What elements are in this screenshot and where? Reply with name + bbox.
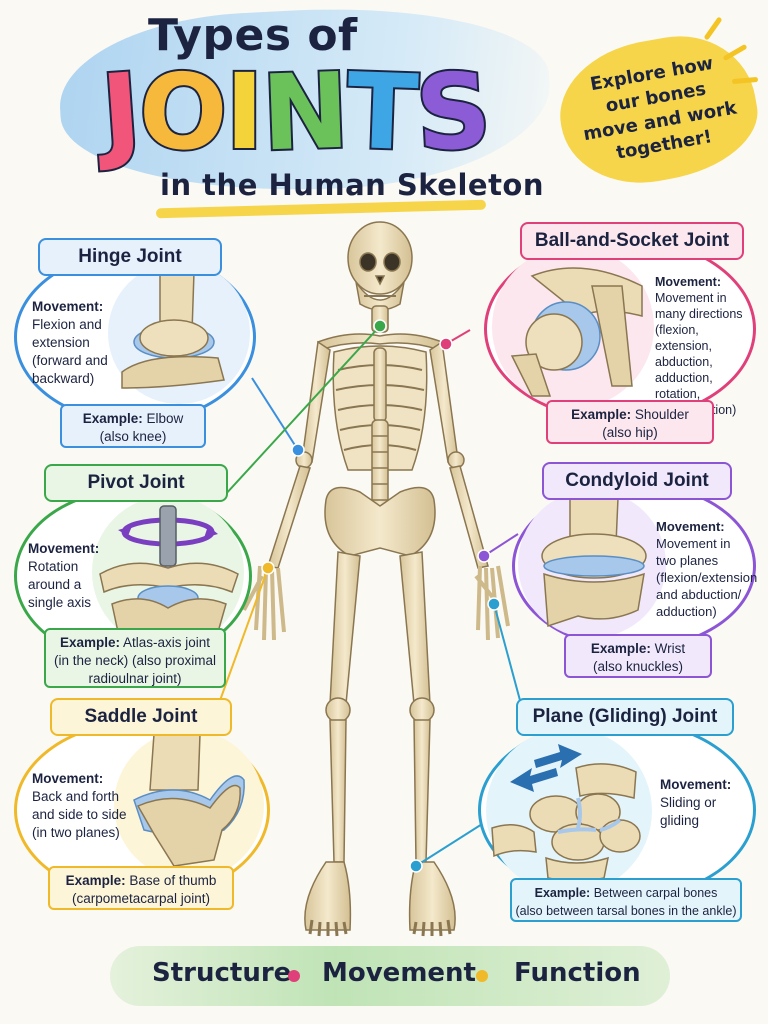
saddle-example-label: Example: <box>65 873 126 888</box>
saddle-example-text: Base of thumb <box>129 873 217 888</box>
pivot-movement-text: Rotation around a single axis <box>28 559 92 610</box>
condyloid-example-extra: (also knuckles) <box>592 659 684 674</box>
saddle-movement: Movement: Back and forth and side to sid… <box>32 770 128 842</box>
condyloid-movement-text: Movement in two planes (flexion/extensio… <box>656 536 758 619</box>
hinge-title-text: Hinge Joint <box>78 246 182 267</box>
joint-dot-pivot <box>373 319 387 333</box>
saddle-example-extra: (carpometacarpal joint) <box>71 891 211 906</box>
title-line-1: Types of <box>148 10 358 61</box>
condyloid-movement: Movement: Movement in two planes (flexio… <box>656 518 758 620</box>
saddle-movement-label: Movement: <box>32 771 104 786</box>
ball-movement-text: Movement in many directions (flexion, ex… <box>655 291 743 417</box>
connector-saddle <box>217 567 269 707</box>
condyloid-example: Example: Wrist (also knuckles) <box>564 634 712 678</box>
plane-title-text: Plane (Gliding) Joint <box>532 706 718 727</box>
footer-dot <box>476 970 488 982</box>
condyloid-movement-label: Movement: <box>656 519 725 534</box>
joint-dot-ball <box>439 337 453 351</box>
condyloid-title-text: Condyloid Joint <box>565 470 709 491</box>
pivot-example-extra: (in the neck) (also proximal radioulnar … <box>53 653 217 686</box>
ball-movement: Movement: Movement in many directions (f… <box>655 274 751 418</box>
plane-example-extra: (also between tarsal bones in the ankle) <box>515 904 737 918</box>
plane-movement-text: Sliding or gliding <box>660 795 717 828</box>
plane-example: Example: Between carpal bones (also betw… <box>510 878 742 922</box>
joint-dot-saddle <box>261 561 275 575</box>
ball-movement-label: Movement: <box>655 275 721 289</box>
ball-example-text: Shoulder <box>634 407 689 422</box>
ball-example-label: Example: <box>571 407 632 422</box>
hinge-title: Hinge Joint <box>38 238 222 276</box>
plane-example-text: Between carpal bones <box>593 886 718 900</box>
hinge-example-extra: (also knee) <box>99 429 167 444</box>
saddle-example: Example: Base of thumb (carpometacarpal … <box>48 866 234 910</box>
saddle-joint-illustration <box>133 733 245 867</box>
footer-word-movement: Movement <box>322 958 476 988</box>
pivot-example-label: Example: <box>59 635 120 650</box>
condyloid-example-text: Wrist <box>654 641 686 656</box>
plane-example-label: Example: <box>534 886 591 900</box>
ball-example: Example: Shoulder (also hip) <box>546 400 714 444</box>
hinge-movement-label: Movement: <box>32 299 104 314</box>
pivot-example-text: Atlas-axis joint <box>123 635 211 650</box>
hinge-example-label: Example: <box>82 411 143 426</box>
footer-dot <box>288 970 300 982</box>
condyloid-title: Condyloid Joint <box>542 462 732 500</box>
double-arrow-icon <box>510 744 582 792</box>
joint-dot-hinge <box>291 443 305 457</box>
human-skeleton-illustration <box>242 221 510 937</box>
connector-pivot <box>223 325 381 497</box>
plane-movement-label: Movement: <box>660 777 732 792</box>
plane-joint-illustration <box>491 744 641 882</box>
condyloid-example-label: Example: <box>590 641 651 656</box>
pivot-example: Example: Atlas-axis joint (in the neck) … <box>44 628 226 688</box>
pivot-title-text: Pivot Joint <box>87 472 185 493</box>
pivot-movement: Movement: Rotation around a single axis <box>28 540 100 612</box>
pivot-title: Pivot Joint <box>44 464 228 502</box>
ball-example-extra: (also hip) <box>602 425 658 440</box>
connector-hinge <box>251 377 299 451</box>
condyloid-joint-illustration <box>541 497 647 628</box>
title-joints: JOINTS <box>96 47 494 177</box>
saddle-title-text: Saddle Joint <box>84 706 198 727</box>
ball-socket-illustration <box>510 267 643 397</box>
title-letter: I <box>223 51 266 173</box>
ball-title-text: Ball-and-Socket Joint <box>534 230 730 251</box>
pivot-movement-label: Movement: <box>28 541 100 556</box>
joint-dot-plane-foot <box>409 859 423 873</box>
ball-title: Ball-and-Socket Joint <box>520 222 744 260</box>
footer-word-function: Function <box>514 958 641 988</box>
hinge-movement-text: Flexion and extension (forward and backw… <box>32 317 108 386</box>
plane-movement: Movement: Sliding or gliding <box>660 776 752 830</box>
saddle-movement-text: Back and forth and side to side (in two … <box>32 789 127 840</box>
joint-dot-plane <box>487 597 501 611</box>
hinge-movement: Movement: Flexion and extension (forward… <box>32 298 118 388</box>
saddle-title: Saddle Joint <box>50 698 232 736</box>
hinge-example-text: Elbow <box>146 411 184 426</box>
plane-title: Plane (Gliding) Joint <box>516 698 734 736</box>
hinge-joint-illustration <box>121 271 225 389</box>
title-line-3: in the Human Skeleton <box>160 168 545 202</box>
hinge-example: Example: Elbow (also knee) <box>60 404 206 448</box>
footer-background <box>110 946 670 1006</box>
footer-word-structure: Structure <box>152 958 292 988</box>
joint-dot-condyloid <box>477 549 491 563</box>
pivot-joint-illustration <box>99 505 239 633</box>
